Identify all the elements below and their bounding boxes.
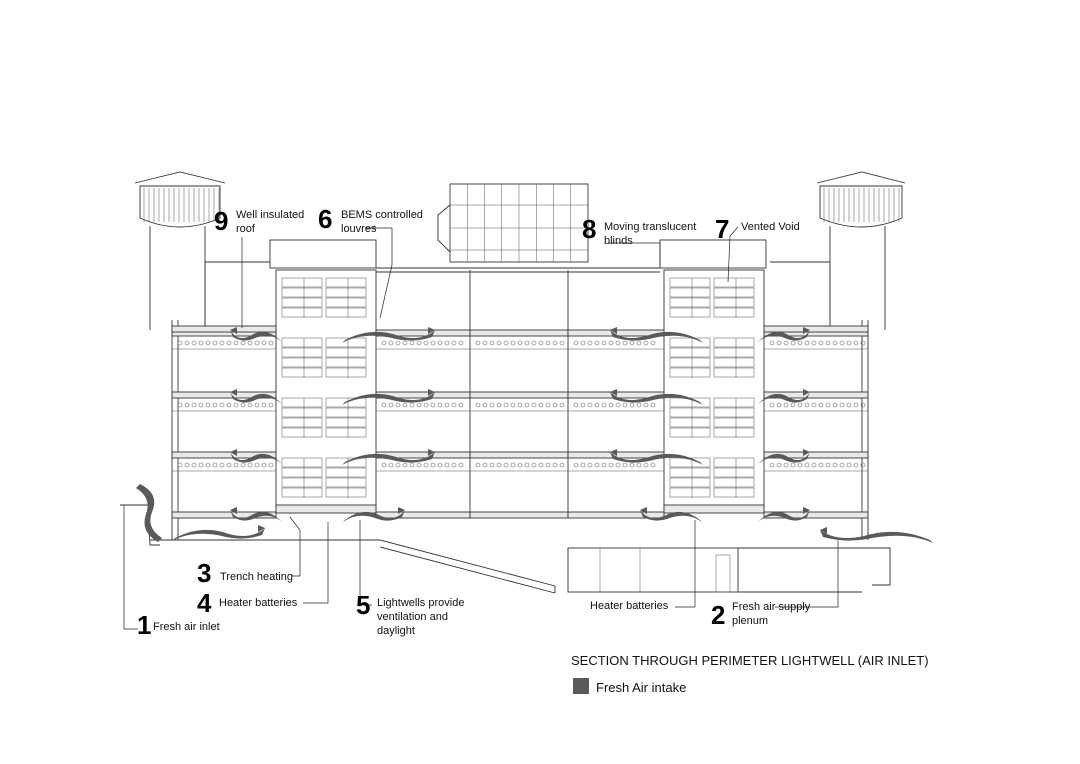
callout-3: 3 Trench heating bbox=[197, 558, 293, 588]
callout-2: 2 Fresh air supply plenum bbox=[711, 600, 811, 630]
svg-text:Lightwells provide: Lightwells provide bbox=[377, 597, 464, 609]
diagram-caption: SECTION THROUGH PERIMETER LIGHTWELL (AIR… bbox=[571, 653, 929, 668]
callout-9: 9 Well insulated roof bbox=[214, 206, 304, 236]
svg-text:ventilation and: ventilation and bbox=[377, 611, 448, 623]
callout-7: 7 Vented Void bbox=[715, 214, 800, 244]
air-flow-arrows bbox=[136, 327, 933, 543]
central-roof-glazing bbox=[437, 183, 589, 263]
svg-text:blinds: blinds bbox=[604, 235, 633, 247]
leader-lines bbox=[123, 226, 839, 630]
legend-label: Fresh Air intake bbox=[596, 680, 686, 695]
callout-4: 4 Heater batteries bbox=[197, 588, 298, 618]
svg-text:8: 8 bbox=[582, 214, 596, 244]
left-roof-cowl bbox=[134, 171, 226, 330]
legend: Fresh Air intake bbox=[573, 678, 686, 695]
svg-text:Vented Void: Vented Void bbox=[741, 221, 800, 233]
svg-text:3: 3 bbox=[197, 558, 211, 588]
legend-swatch bbox=[573, 678, 589, 694]
svg-text:Well insulated: Well insulated bbox=[236, 209, 304, 221]
right-lightwell bbox=[663, 269, 765, 514]
svg-text:Trench heating: Trench heating bbox=[220, 571, 293, 583]
left-lightwell bbox=[275, 269, 377, 514]
svg-text:roof: roof bbox=[236, 223, 256, 235]
svg-text:BEMS controlled: BEMS controlled bbox=[341, 209, 423, 221]
svg-text:Heater batteries: Heater batteries bbox=[219, 597, 298, 609]
svg-text:2: 2 bbox=[711, 600, 725, 630]
callout-8: 8 Moving translucent blinds bbox=[582, 214, 696, 247]
svg-text:Moving translucent: Moving translucent bbox=[604, 221, 696, 233]
svg-text:9: 9 bbox=[214, 206, 228, 236]
callout-6: 6 BEMS controlled louvres bbox=[318, 204, 423, 235]
svg-text:1: 1 bbox=[137, 610, 151, 640]
svg-text:Fresh air supply: Fresh air supply bbox=[732, 601, 811, 613]
svg-text:Fresh air inlet: Fresh air inlet bbox=[153, 621, 220, 633]
svg-text:6: 6 bbox=[318, 204, 332, 234]
svg-text:4: 4 bbox=[197, 588, 212, 618]
svg-text:plenum: plenum bbox=[732, 615, 768, 627]
building-frame bbox=[171, 270, 869, 540]
roof-lines bbox=[204, 239, 831, 330]
floor-slabs bbox=[171, 325, 869, 519]
svg-text:daylight: daylight bbox=[377, 625, 415, 637]
svg-text:5: 5 bbox=[356, 590, 370, 620]
svg-text:louvres: louvres bbox=[341, 223, 377, 235]
callout-1: 1 Fresh air inlet bbox=[137, 610, 220, 640]
heater-batteries-right-label: Heater batteries bbox=[590, 600, 669, 612]
callout-5: 5 Lightwells provide ventilation and day… bbox=[356, 590, 464, 637]
svg-text:7: 7 bbox=[715, 214, 729, 244]
